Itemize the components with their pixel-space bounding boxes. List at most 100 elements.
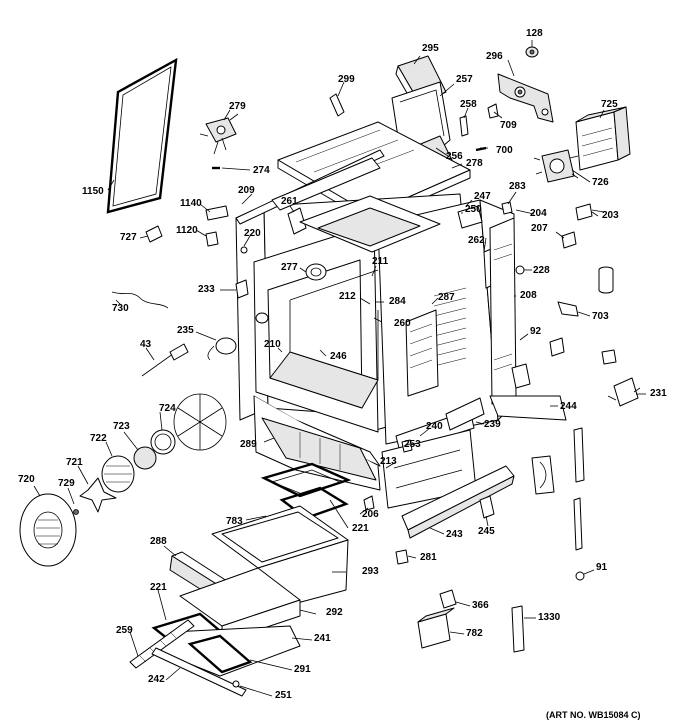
part-299 [329,93,345,117]
clip-253 [401,439,413,453]
bracket-245 [479,495,495,519]
bracket-right-a [511,363,531,389]
bracket-296 [497,73,554,123]
callout-284: 284 [389,296,406,307]
callout-1120: 1120 [176,225,198,236]
callout-262: 262 [468,235,485,246]
valve-279 [199,113,239,155]
callout-203: 203 [602,210,619,221]
callout-288: 288 [150,536,167,547]
clip-228 [515,265,525,275]
bracket-239 [445,397,485,431]
wire-730 [111,291,169,309]
screw-283 [501,201,513,215]
callout-257: 257 [456,74,473,85]
callout-296: 296 [486,51,503,62]
switch-726 [533,149,579,183]
callout-700: 700 [496,145,513,156]
callout-221-upper: 221 [352,523,369,534]
ring-724 [150,429,176,455]
rail-242 [151,647,247,697]
callout-245: 245 [478,526,495,537]
callout-235: 235 [177,325,194,336]
callout-212: 212 [339,291,356,302]
callout-729: 729 [58,478,75,489]
rail-243 [401,465,515,539]
screw-206 [363,495,375,511]
callout-233: 233 [198,284,215,295]
callout-243: 243 [446,529,463,540]
callout-783: 783 [226,516,243,527]
bracket-1120 [205,231,219,247]
callout-721: 721 [66,457,83,468]
callout-43: 43 [140,339,152,350]
callout-260: 260 [394,318,411,329]
callout-240: 240 [426,421,443,432]
callout-250: 250 [465,204,482,215]
callout-208: 208 [520,290,537,301]
callout-366: 366 [472,600,489,611]
callout-293: 293 [362,566,379,577]
callout-207: 207 [531,223,548,234]
callout-730: 730 [112,303,129,314]
callout-281: 281 [420,552,437,563]
callout-92: 92 [530,326,542,337]
plate-723 [133,446,157,470]
callout-220: 220 [244,228,261,239]
callout-231: 231 [650,388,667,399]
callout-782: 782 [466,628,483,639]
callout-261: 261 [281,196,298,207]
fan-cover-720 [19,493,77,567]
callout-727: 727 [120,232,137,243]
latch-233 [235,279,249,299]
part-366 [439,589,457,609]
screw-91 [575,571,585,581]
grommet-128 [525,46,539,58]
spring-right [531,455,555,495]
callout-209: 209 [238,185,255,196]
element-291 [187,634,253,674]
part-258 [459,115,469,137]
callout-253: 253 [404,439,421,450]
side-panel-208 [489,217,517,405]
callout-277: 277 [281,262,298,273]
callout-724: 724 [159,403,176,414]
callout-1140: 1140 [180,198,202,209]
part-281 [395,549,409,565]
callout-206: 206 [362,509,379,520]
connector-207 [561,231,577,249]
part-92-b [601,349,617,365]
art-number: (ART NO. WB15084 C) [546,710,641,720]
part-709 [487,103,499,119]
callout-295: 295 [422,43,439,54]
fan-blade-721 [79,477,117,513]
leader-lines [33,40,646,697]
callout-246: 246 [330,351,347,362]
capacitor [598,266,614,294]
callout-299: 299 [338,74,355,85]
callout-228: 228 [533,265,550,276]
part-727 [145,225,163,243]
connector-203 [575,203,605,221]
callout-259: 259 [116,625,133,636]
callout-1150: 1150 [82,186,104,197]
callout-251: 251 [275,690,292,701]
cover-725 [575,106,631,171]
callout-722: 722 [90,433,107,444]
rail-259 [129,619,195,669]
bracket-231 [607,377,641,407]
nut-729 [73,509,79,515]
callout-91: 91 [596,562,608,573]
callout-244: 244 [560,401,577,412]
clip-703 [557,301,579,317]
part-220 [240,246,248,254]
callout-239: 239 [484,419,501,430]
callout-241: 241 [314,633,331,644]
callout-291: 291 [294,664,311,675]
callout-128: 128 [526,28,543,39]
panel-244 [489,395,567,421]
callout-279: 279 [229,101,246,112]
callout-221-lower: 221 [150,582,167,593]
part-1330 [511,605,525,653]
